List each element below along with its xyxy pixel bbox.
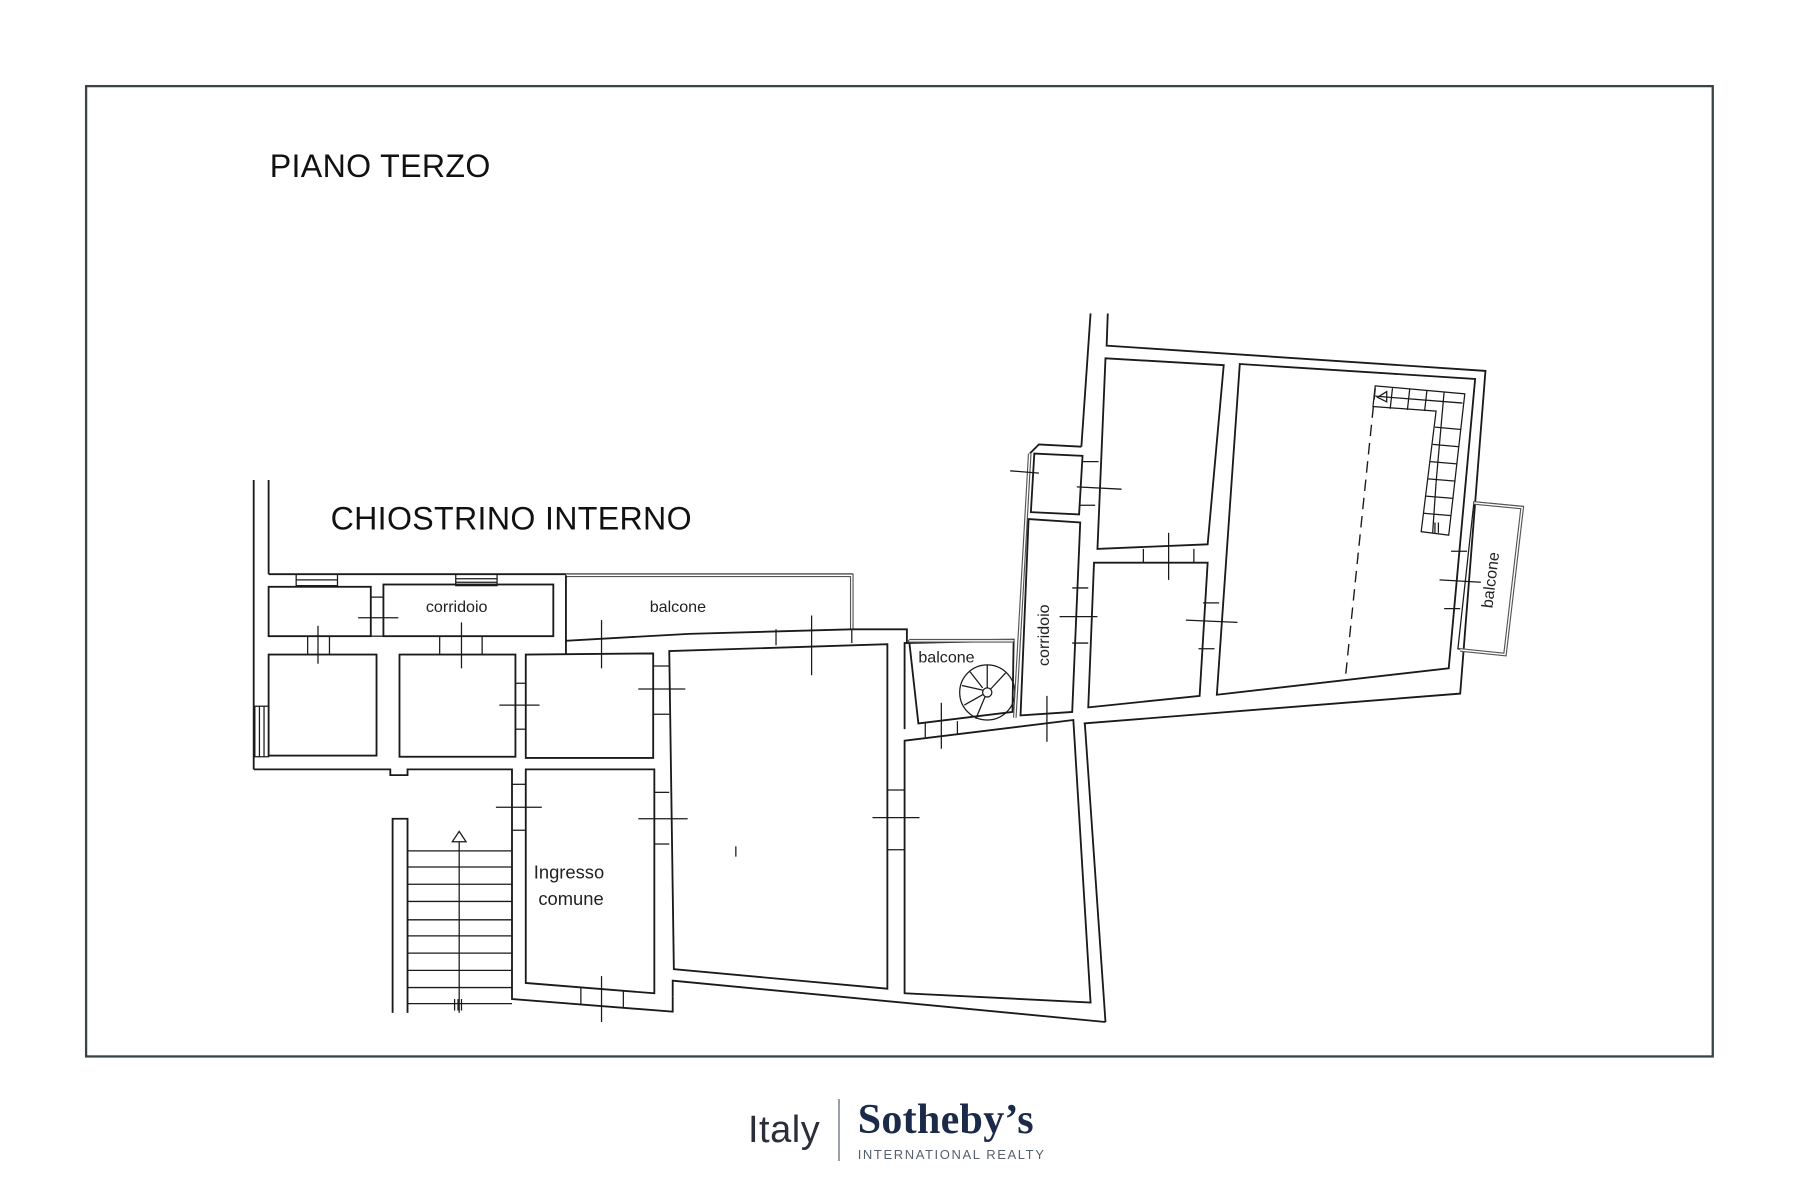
spiral-stair-icon bbox=[959, 664, 1016, 721]
room-label-corridoio: corridoio bbox=[426, 598, 488, 616]
logo-subtitle: INTERNATIONAL REALTY bbox=[857, 1146, 1046, 1162]
center-wing: balcone bbox=[668, 615, 1107, 1023]
room-label-ingresso: Ingresso bbox=[534, 861, 604, 882]
staircase-icon bbox=[391, 817, 512, 1013]
footer-logo: Italy Sotheby’s INTERNATIONAL REALTY bbox=[0, 1090, 1800, 1170]
logo-region: Italy bbox=[748, 1108, 821, 1151]
courtyard-label: CHIOSTRINO INTERNO bbox=[331, 500, 692, 536]
logo-brand-block: Sotheby’s INTERNATIONAL REALTY bbox=[858, 1099, 1046, 1162]
room-label-comune: comune bbox=[538, 888, 603, 909]
room-label-balcone-top: balcone bbox=[650, 598, 706, 616]
drawing-frame bbox=[84, 84, 1714, 1058]
left-wing: corridoio balcone Ingre bbox=[252, 480, 854, 1023]
room-label-corridoio-vertical: corridoio bbox=[1035, 604, 1053, 666]
floor-title: PIANO TERZO bbox=[270, 148, 491, 184]
right-wing: corridoio bbox=[1010, 313, 1525, 725]
room-label-balcone-mid: balcone bbox=[918, 649, 974, 667]
room-label-balcone-right: balcone bbox=[1478, 551, 1503, 609]
staircase-icon-right bbox=[1372, 385, 1466, 536]
logo-divider bbox=[838, 1099, 840, 1161]
logo-brand-name: Sotheby’s bbox=[857, 1096, 1034, 1143]
